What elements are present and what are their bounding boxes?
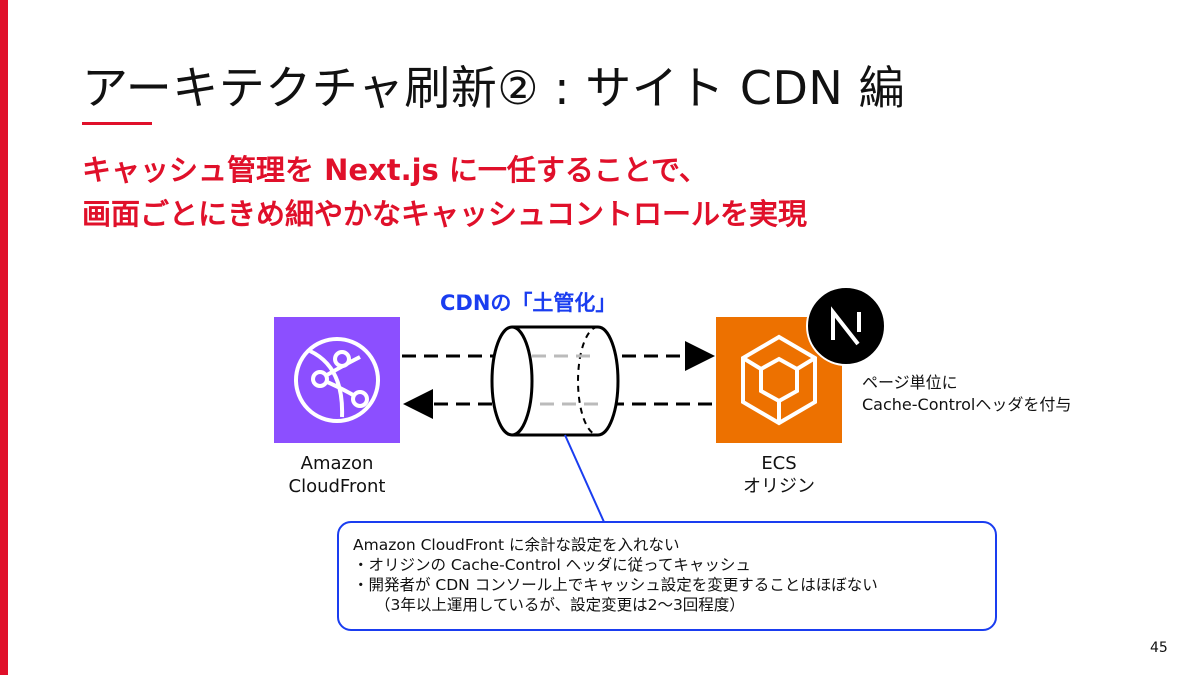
callout-line-4: （3年以上運用しているが、設定変更は2～3回程度） <box>375 596 745 614</box>
nextjs-logo-icon <box>806 286 886 366</box>
cloudfront-box <box>274 317 400 443</box>
callout-box: Amazon CloudFront に余計な設定を入れない ・オリジンの Cac… <box>337 521 997 631</box>
header-note: ページ単位に Cache-Controlヘッダを付与 <box>862 372 1071 416</box>
callout-connector <box>564 434 605 523</box>
callout-line-2: ・オリジンの Cache-Control ヘッダに従ってキャッシュ <box>353 556 751 574</box>
callout-line-1: Amazon CloudFront に余計な設定を入れない <box>353 536 680 554</box>
header-note-line-1: ページ単位に <box>862 373 958 392</box>
cloudfront-label-line-1: Amazon <box>300 453 374 474</box>
page-number: 45 <box>1150 640 1168 656</box>
cloudfront-icon <box>294 337 380 423</box>
ecs-label-line-2: オリジン <box>743 476 815 497</box>
callout-line-3: ・開発者が CDN コンソール上でキャッシュ設定を変更することはほぼない <box>353 576 878 594</box>
left-accent-bar <box>0 0 8 675</box>
pipe-icon <box>490 325 620 437</box>
slide-title: アーキテクチャ刷新② : サイト CDN 編 <box>82 61 905 115</box>
cloudfront-label-line-2: CloudFront <box>288 476 386 497</box>
ecs-label-line-1: ECS <box>761 453 797 474</box>
header-note-line-2: Cache-Controlヘッダを付与 <box>862 395 1072 414</box>
headline: キャッシュ管理を Next.js に一任することで、 画面ごとにきめ細やかなキャ… <box>82 148 807 236</box>
cloudfront-label: Amazon CloudFront <box>257 452 417 498</box>
headline-line-2: 画面ごとにきめ細やかなキャッシュコントロールを実現 <box>82 197 808 231</box>
ecs-icon <box>741 334 817 426</box>
cdn-label: CDNの「土管化」 <box>440 291 617 315</box>
title-underline <box>82 122 152 125</box>
ecs-label: ECS オリジン <box>699 452 859 498</box>
headline-line-1: キャッシュ管理を Next.js に一任することで、 <box>82 153 708 187</box>
